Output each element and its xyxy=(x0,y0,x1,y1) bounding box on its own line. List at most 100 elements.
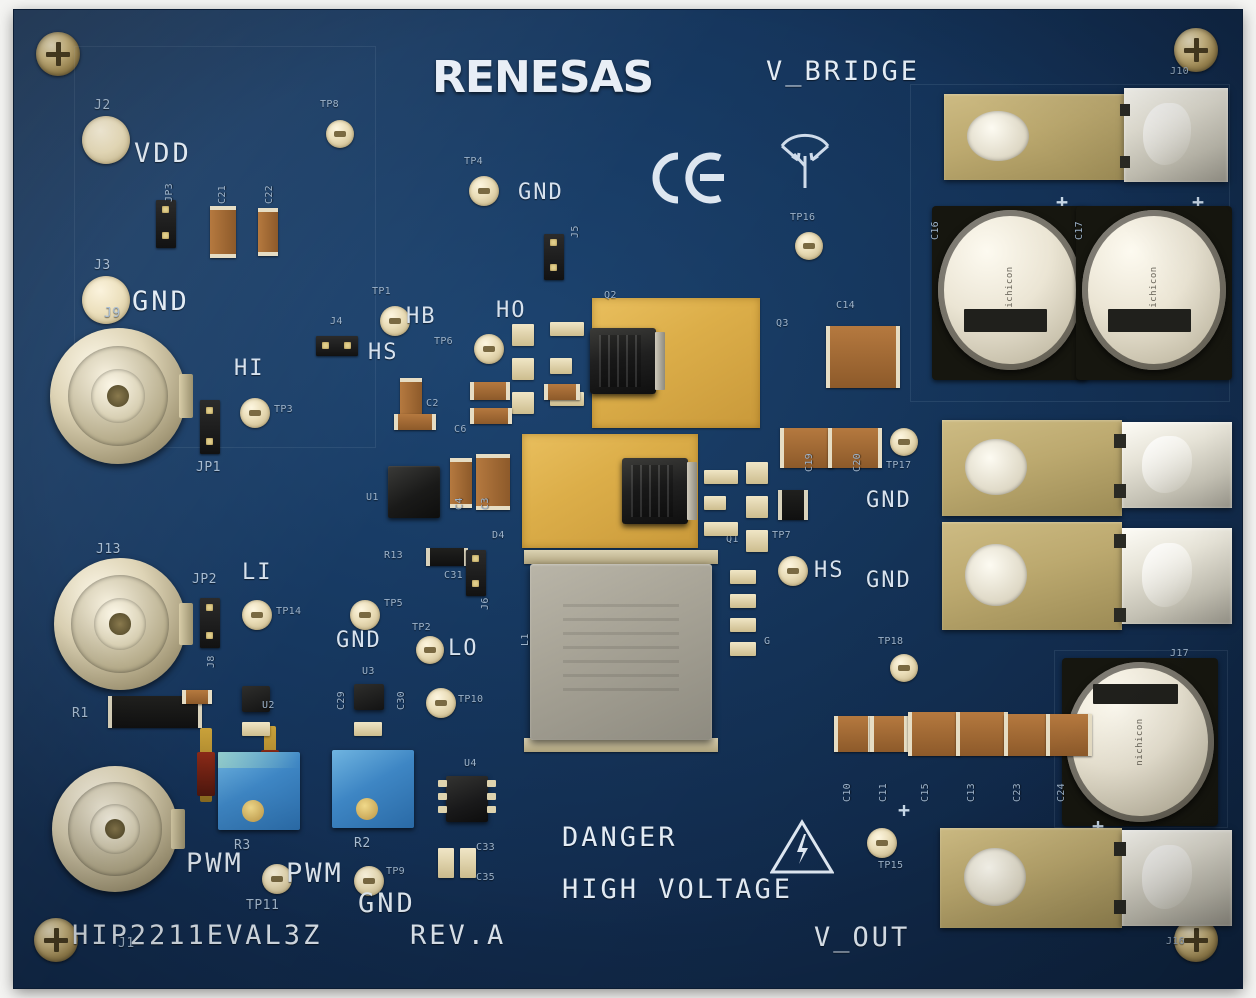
terminal-lug-j12[interactable] xyxy=(942,420,1122,516)
capacitor-c3 xyxy=(476,454,510,510)
testpoint-tp8[interactable] xyxy=(326,120,354,148)
label-c6: C6 xyxy=(454,424,467,435)
label-jp2: JP2 xyxy=(192,572,217,587)
label-u1: U1 xyxy=(366,492,379,503)
board-part-number: HIP2211EVAL3Z xyxy=(72,920,323,951)
polarity-plus-4: + xyxy=(898,798,911,822)
capacitor-c6 xyxy=(394,414,436,430)
capacitor-c33 xyxy=(438,848,454,878)
label-lo: LO xyxy=(448,636,479,661)
testpoint-tp15[interactable] xyxy=(867,828,897,858)
jumper-j6[interactable] xyxy=(466,550,486,596)
terminal-lug-j16[interactable] xyxy=(940,828,1122,928)
label-tp14: TP14 xyxy=(276,606,302,617)
jumper-jp1[interactable] xyxy=(200,400,220,454)
label-c24: C24 xyxy=(1056,783,1067,802)
label-u2: U2 xyxy=(262,700,275,711)
ic-u1-driver xyxy=(388,466,440,518)
label-tp18: TP18 xyxy=(878,636,904,647)
label-g: G xyxy=(764,636,771,647)
label-r13: R13 xyxy=(384,550,403,561)
label-tp1: TP1 xyxy=(372,286,391,297)
capacitor-c35 xyxy=(460,848,476,878)
mounting-screw-top-right xyxy=(1174,28,1218,72)
label-v-out: V_OUT xyxy=(814,922,911,953)
testpoint-tp18[interactable] xyxy=(890,654,918,682)
testpoint-tp9[interactable] xyxy=(354,866,384,896)
connector-j1-bnc[interactable] xyxy=(52,766,185,892)
testpoint-tp7[interactable] xyxy=(778,556,808,586)
terminal-screw-j10[interactable] xyxy=(1124,88,1228,182)
label-c29: C29 xyxy=(336,691,347,710)
label-tp10: TP10 xyxy=(458,694,484,705)
jumper-j5[interactable] xyxy=(544,234,564,280)
testpoint-tp2[interactable] xyxy=(416,636,444,664)
jumper-j4[interactable] xyxy=(316,336,358,356)
label-hi: HI xyxy=(234,356,265,381)
label-u4: U4 xyxy=(464,758,477,769)
pad-j3-gnd[interactable] xyxy=(82,276,130,324)
testpoint-tp10[interactable] xyxy=(426,688,456,718)
label-j9: J9 xyxy=(104,306,121,321)
testpoint-tp5[interactable] xyxy=(350,600,380,630)
label-v-bridge: V_BRIDGE xyxy=(766,56,921,87)
trimpot-r3[interactable] xyxy=(218,752,300,830)
label-gnd-top: GND xyxy=(518,180,564,205)
label-gnd-left: GND xyxy=(132,286,190,317)
connector-j9-bnc[interactable] xyxy=(50,328,193,464)
high-voltage-warning-icon xyxy=(769,818,835,876)
capacitor-c15: nichicon xyxy=(938,210,1082,370)
connector-j13-bnc[interactable] xyxy=(54,558,193,690)
label-j13: J13 xyxy=(96,542,121,557)
mounting-screw-bottom-left xyxy=(34,918,78,962)
renesas-logo: RENESAS xyxy=(432,52,654,103)
terminal-lug-j10[interactable] xyxy=(944,94,1124,180)
transistor-q2 xyxy=(590,328,665,394)
label-ho: HO xyxy=(496,298,527,323)
terminal-screw-j15[interactable] xyxy=(1122,528,1232,624)
label-q2: Q2 xyxy=(604,290,617,301)
jumper-jp2[interactable] xyxy=(200,598,220,648)
testpoint-tp11[interactable] xyxy=(262,864,292,894)
label-j8: J8 xyxy=(206,655,217,668)
label-gnd-right-2: GND xyxy=(866,568,912,593)
testpoint-tp1[interactable] xyxy=(380,306,410,336)
label-c31: C31 xyxy=(444,570,463,581)
transistor-q3 xyxy=(622,458,697,524)
label-j1: J1 xyxy=(118,936,135,951)
label-c15: C16 xyxy=(930,221,941,240)
terminal-screw-j12[interactable] xyxy=(1122,422,1232,508)
label-c2: C2 xyxy=(426,398,439,409)
pad-j2-vdd[interactable] xyxy=(82,116,130,164)
label-r3: R3 xyxy=(234,838,251,853)
testpoint-tp3[interactable] xyxy=(240,398,270,428)
label-j4: J4 xyxy=(330,316,343,327)
warning-high-voltage: HIGH VOLTAGE xyxy=(562,874,794,905)
label-tp11: TP11 xyxy=(246,898,280,913)
label-pwm-bottom: PWM xyxy=(286,858,344,889)
capacitor-c14 xyxy=(908,712,960,756)
trimpot-r2[interactable] xyxy=(332,750,414,828)
testpoint-tp14[interactable] xyxy=(242,600,272,630)
pcb-board: RENESAS J2 VDD JP3 C21 C22 J3 GND J9 HI … xyxy=(14,10,1242,988)
jumper-jp3[interactable] xyxy=(156,200,176,248)
label-tp5: TP5 xyxy=(384,598,403,609)
testpoint-tp4[interactable] xyxy=(469,176,499,206)
capacitor-c11 xyxy=(870,716,908,752)
testpoint-tp6[interactable] xyxy=(474,334,504,364)
label-tp15: TP15 xyxy=(878,860,904,871)
esd-symbol-icon xyxy=(774,130,836,196)
testpoint-tp16[interactable] xyxy=(795,232,823,260)
label-c21: C21 xyxy=(217,185,228,204)
capacitor-c16: nichicon xyxy=(1082,210,1226,370)
ic-u2 xyxy=(242,686,270,712)
label-c22: C22 xyxy=(264,185,275,204)
label-j17: J17 xyxy=(1170,648,1189,659)
label-gnd-bottom: GND xyxy=(358,888,416,919)
terminal-screw-j16[interactable] xyxy=(1122,830,1232,926)
terminal-lug-j15[interactable] xyxy=(942,522,1122,630)
label-gnd-mid: GND xyxy=(336,628,382,653)
ce-mark-icon xyxy=(644,150,728,206)
label-tp9: TP9 xyxy=(386,866,405,877)
testpoint-tp17[interactable] xyxy=(890,428,918,456)
